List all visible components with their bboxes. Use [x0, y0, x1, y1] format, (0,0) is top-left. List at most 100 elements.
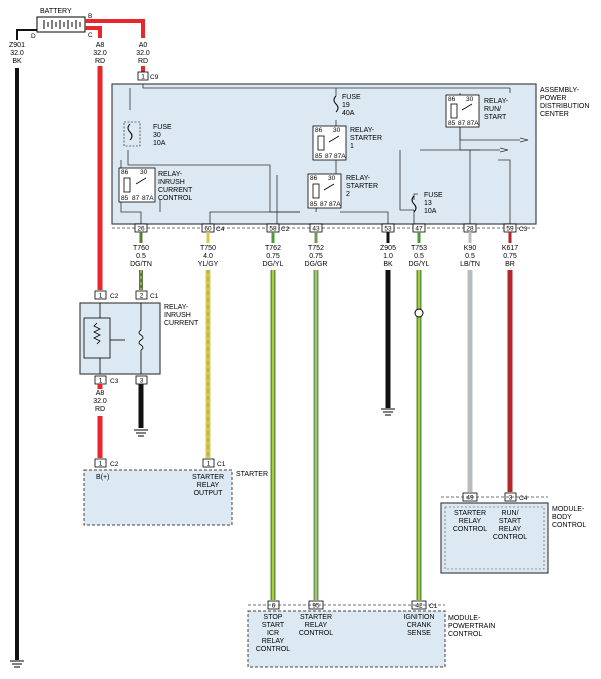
svg-text:30: 30 — [333, 127, 341, 134]
svg-text:STOP: STOP — [264, 614, 283, 621]
svg-text:60: 60 — [204, 226, 212, 233]
svg-text:0.75: 0.75 — [309, 253, 323, 260]
wire-label-t760: T760 0.5 DG/TN — [130, 245, 152, 268]
relay-inrush-current-control: 86 30 85 87 87A RELAY- INRUSH CURRENT CO… — [118, 167, 193, 203]
svg-text:C1: C1 — [429, 603, 438, 610]
relay-starter-2: 86 30 85 87 87A RELAY- STARTER 2 — [307, 173, 378, 209]
svg-text:RELAY-: RELAY- — [484, 98, 509, 105]
svg-text:YL/GY: YL/GY — [198, 261, 219, 268]
svg-text:FUSE: FUSE — [424, 192, 443, 199]
pdc-pin-28: 28 — [463, 223, 477, 233]
svg-text:30: 30 — [466, 96, 474, 103]
svg-text:CONTROL: CONTROL — [552, 522, 586, 529]
pdc-pin-stubs — [139, 232, 512, 243]
svg-text:CENTER: CENTER — [540, 111, 569, 118]
svg-text:87: 87 — [458, 120, 466, 127]
svg-text:Z905: Z905 — [380, 245, 396, 252]
battery-term-d: D — [31, 33, 36, 40]
ground-icon — [10, 660, 24, 668]
svg-text:C1: C1 — [150, 293, 159, 300]
svg-text:RELAY-: RELAY- — [164, 304, 189, 311]
battery-term-c: C — [88, 32, 93, 39]
wire-label-k90: K90 0.5 LB/TN — [460, 245, 480, 268]
pdc-pin-59: 59 C3 — [503, 223, 528, 233]
fuse-13-icon — [411, 195, 417, 213]
starter: 1 C2 1 C1 B(+) STARTER RELAY OUTPUT STAR… — [83, 458, 268, 526]
wire-a8-top[interactable] — [85, 26, 102, 38]
svg-text:30: 30 — [140, 169, 148, 176]
starter-c1-pin: 1 C1 — [202, 458, 226, 468]
svg-text:INRUSH: INRUSH — [158, 179, 185, 186]
svg-text:87A: 87A — [142, 195, 154, 202]
relay-inrush-current: 1 C2 2 C1 RELAY- INRUSH CURRENT 1 C3 — [79, 290, 199, 385]
svg-text:A8: A8 — [96, 390, 105, 397]
wire-label-a8: A8 32.0 RD — [93, 42, 107, 65]
bcm-label-run-start-relay-control: RUN/ START RELAY CONTROL — [493, 510, 527, 541]
bcm-pin-3: 3 C4 — [504, 492, 528, 502]
svg-text:10A: 10A — [153, 140, 166, 147]
svg-text:C3: C3 — [519, 226, 528, 233]
relay-inrush-c1-bottom-pin: 3 — [135, 375, 148, 385]
svg-text:85: 85 — [310, 201, 318, 208]
fuse-30: FUSE 30 10A — [123, 121, 172, 147]
svg-text:86: 86 — [448, 96, 456, 103]
bcm-pin-49: 49 — [462, 492, 478, 502]
module-powertrain-control: 6 95 42 C1 STOP START ICR RELAY CONTROL … — [247, 600, 495, 668]
svg-text:T753: T753 — [411, 245, 427, 252]
svg-text:RELAY: RELAY — [305, 622, 328, 629]
wire-label-k617: K617 0.75 BR — [502, 245, 518, 268]
pcm-label-starter-relay-control: STARTER RELAY CONTROL — [299, 614, 333, 637]
bcm-box — [440, 502, 549, 574]
pdc-pin-26: 26 — [134, 223, 148, 233]
svg-text:STARTER: STARTER — [350, 135, 382, 142]
svg-text:C2: C2 — [281, 226, 290, 233]
svg-text:32.0: 32.0 — [93, 50, 107, 57]
svg-text:CONTROL: CONTROL — [493, 534, 527, 541]
svg-text:START: START — [262, 622, 285, 629]
pdc-pin-47: 47 — [412, 223, 426, 233]
svg-text:26: 26 — [137, 226, 145, 233]
svg-text:STARTER: STARTER — [346, 183, 378, 190]
svg-text:28: 28 — [466, 226, 474, 233]
svg-text:53: 53 — [384, 226, 392, 233]
svg-text:OUTPUT: OUTPUT — [194, 490, 224, 497]
svg-text:3: 3 — [509, 495, 513, 502]
svg-text:49: 49 — [466, 495, 474, 502]
pdc-pin-53: 53 — [381, 223, 395, 233]
pdc-title: ASSEMBLY- POWER DISTRIBUTION CENTER — [540, 87, 589, 118]
relay-inrush-c1-pin: 2 C1 — [135, 290, 159, 300]
svg-text:87: 87 — [325, 153, 333, 160]
svg-text:DG/TN: DG/TN — [130, 261, 152, 268]
svg-text:86: 86 — [121, 169, 129, 176]
svg-text:CURRENT: CURRENT — [164, 320, 199, 327]
svg-text:ICR: ICR — [267, 630, 279, 637]
svg-text:FUSE: FUSE — [342, 94, 361, 101]
svg-text:START: START — [484, 114, 507, 121]
svg-text:RELAY-: RELAY- — [158, 171, 183, 178]
svg-text:STARTER: STARTER — [300, 614, 332, 621]
svg-text:POWERTRAIN: POWERTRAIN — [448, 623, 495, 630]
bcm-label-starter-relay-control: STARTER RELAY CONTROL — [453, 510, 487, 533]
svg-text:58: 58 — [269, 226, 277, 233]
bcm-title: MODULE- BODY CONTROL — [552, 506, 586, 529]
splice-icon — [414, 308, 424, 318]
svg-text:DG/YL: DG/YL — [408, 261, 429, 268]
svg-text:4.0: 4.0 — [203, 253, 213, 260]
svg-text:MODULE-: MODULE- — [448, 615, 481, 622]
svg-text:86: 86 — [310, 175, 318, 182]
svg-text:CONTROL: CONTROL — [256, 646, 290, 653]
wire-label-t752: T752 0.75 DG/GR — [305, 245, 328, 268]
svg-text:85: 85 — [121, 195, 129, 202]
svg-text:C2: C2 — [110, 293, 119, 300]
svg-text:K617: K617 — [502, 245, 518, 252]
wire-a0-top[interactable] — [85, 19, 145, 38]
svg-text:POWER: POWER — [540, 95, 566, 102]
starter-title: STARTER — [236, 471, 268, 478]
relay-inrush-c3-pin: 1 C3 — [94, 375, 119, 385]
svg-text:6: 6 — [272, 603, 276, 610]
svg-text:STARTER: STARTER — [192, 474, 224, 481]
relay-run-start: 86 30 85 87 87A RELAY- RUN/ START — [445, 94, 509, 128]
svg-text:T750: T750 — [200, 245, 216, 252]
svg-text:RUN/: RUN/ — [484, 106, 501, 113]
wire-z901-top[interactable] — [16, 29, 37, 40]
